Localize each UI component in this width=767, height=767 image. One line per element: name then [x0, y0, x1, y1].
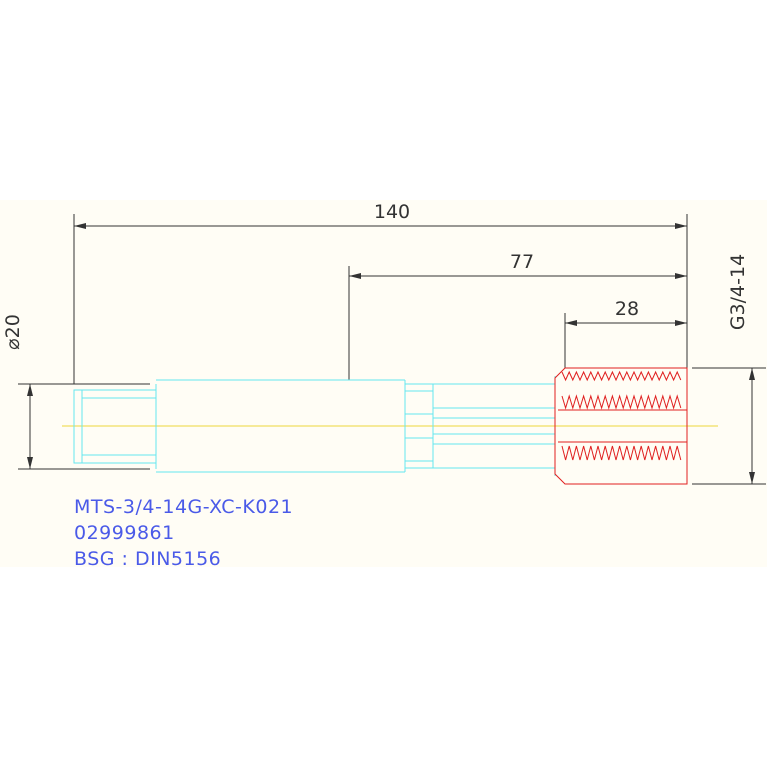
dim-28-label: 28 — [615, 298, 639, 320]
part-number: MTS-3/4-14G-XC-K021 — [74, 496, 294, 518]
thread-teeth-bottom — [561, 445, 682, 461]
dim-140-label: 140 — [374, 201, 410, 223]
standard-note: BSG : DIN5156 — [74, 548, 222, 570]
thread-teeth-top — [561, 370, 682, 382]
thread-teeth-middle — [561, 394, 682, 410]
dim-77-label: 77 — [510, 251, 534, 273]
dimension-lines — [18, 214, 766, 485]
dim-dia20-label: ⌀20 — [2, 314, 24, 350]
tool-shank-outline — [73, 376, 556, 476]
dim-thread-label: G3/4-14 — [727, 254, 749, 330]
part-code: 02999861 — [74, 522, 175, 544]
thread-section — [554, 367, 688, 485]
